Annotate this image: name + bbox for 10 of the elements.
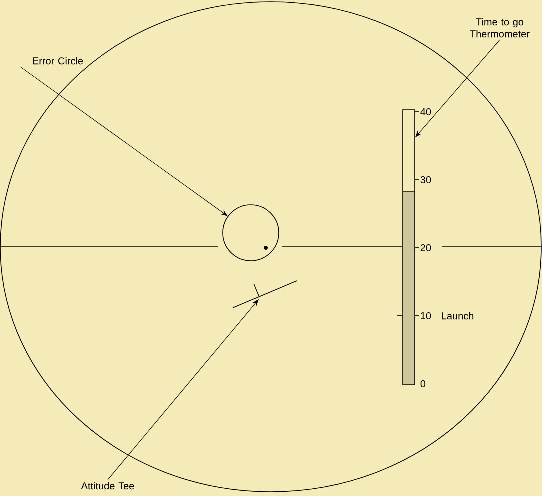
thermometer-bar	[402, 110, 416, 386]
scale-number: 40	[420, 108, 432, 116]
callout-text: Error Circle	[33, 57, 84, 65]
callout-text: Attitude Tee	[81, 482, 134, 490]
attitude-tee	[232, 280, 298, 308]
scale-label: Launch	[442, 312, 474, 320]
callout-text: Time to go Thermometer	[470, 18, 530, 38]
error-circle	[222, 204, 280, 262]
scale-number: 0	[420, 380, 426, 388]
leader-arrow	[20, 66, 228, 216]
